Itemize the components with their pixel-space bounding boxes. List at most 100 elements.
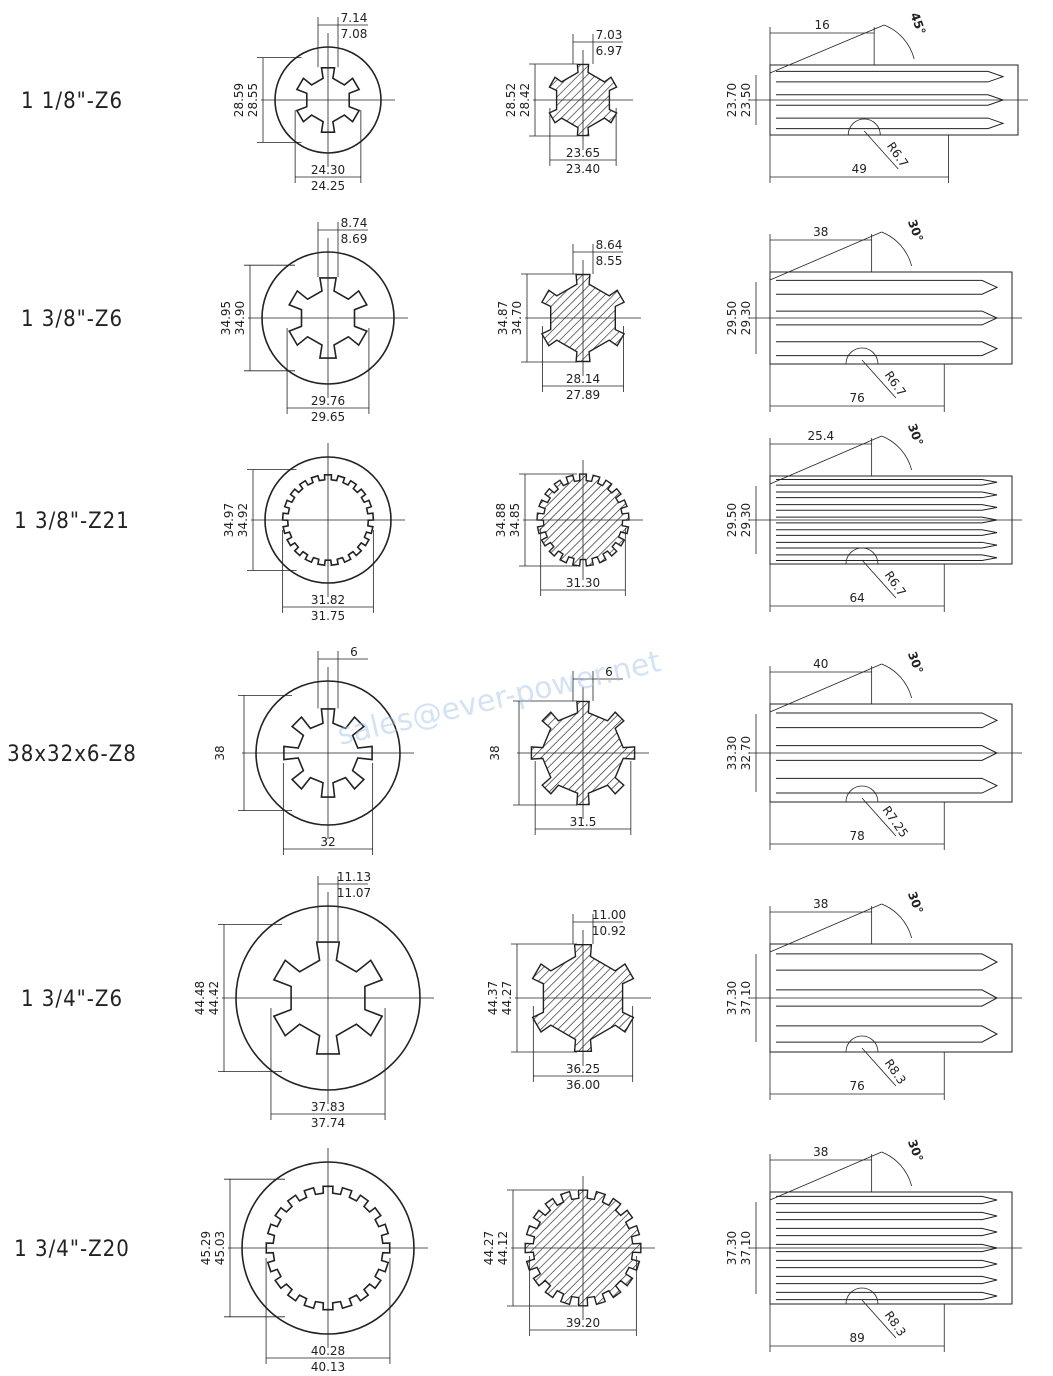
side-height-lower: 23.50 [739,83,753,117]
hub-id-upper: 29.76 [311,394,345,408]
shaft-id-lower: 23.40 [566,162,600,176]
side-height-upper: 37.30 [725,981,739,1015]
side-radius-label: R8.3 [882,1056,909,1086]
hub-id-upper: 24.30 [311,163,345,177]
side-height-lower: 32.70 [739,736,753,770]
row-label: 1 3/8"-Z6 [21,307,123,332]
row-label: 1 3/4"-Z20 [14,1237,130,1262]
hub-od-upper: 38 [213,745,227,760]
hub-od-upper: 45.29 [199,1231,213,1265]
shaft-key-upper: 8.64 [596,238,623,252]
side-spline-groove [776,1227,998,1237]
side-spline-groove [776,70,1005,83]
shaft-id-upper: 39.20 [566,1316,600,1330]
side-spline-groove [776,1259,998,1269]
row-label: 1 3/4"-Z6 [21,987,123,1012]
hub-od-upper: 34.95 [219,301,233,335]
hub-od-lower: 45.03 [213,1231,227,1265]
hub-key-lower: 11.07 [337,886,371,900]
hub-id-lower: 37.74 [311,1116,345,1130]
side-spline-groove [776,541,998,549]
side-spline-groove [776,491,998,499]
hub-id-lower: 31.75 [311,609,345,623]
hub-id-upper: 37.83 [311,1100,345,1114]
side-angle-arc [881,231,913,267]
side-len-top-label: 16 [814,18,829,32]
hub-id-lower: 40.13 [311,1360,345,1374]
side-angle-label: 30° [905,650,926,676]
shaft-od-lower: 44.12 [496,1231,510,1265]
side-spline-groove [776,989,999,1007]
side-angle-label: 30° [905,890,926,916]
side-length-label: 76 [849,391,864,405]
shaft-od-lower: 34.70 [510,301,524,335]
side-spline-groove [776,504,998,511]
shaft-id-upper: 28.14 [566,372,600,386]
hub-od-lower: 34.92 [236,503,250,537]
side-radius-leader [861,1299,897,1339]
side-radius-label: R7.25 [879,803,911,840]
side-height-lower: 37.10 [739,1231,753,1265]
side-spline-groove [776,279,999,295]
shaft-key-upper: 7.03 [596,28,623,42]
side-height-upper: 23.70 [725,83,739,117]
shaft-od-lower: 28.42 [518,83,532,117]
side-spline-groove [776,712,999,729]
side-height-upper: 29.50 [725,301,739,335]
side-radius-leader [861,359,897,399]
side-angle-label: 30° [905,1138,926,1164]
side-length-label: 78 [849,829,864,843]
side-angle-arc [881,435,913,471]
side-angle-arc [881,1151,913,1187]
side-spline-groove [776,1275,998,1285]
side-chamfer-line [769,435,882,485]
hub-spline-bore [288,277,368,359]
side-height-upper: 37.30 [725,1231,739,1265]
hub-spline-bore [281,474,375,567]
side-radius-arc [845,1287,879,1305]
side-radius-label: R8.3 [882,1308,909,1338]
hub-od-lower: 44.42 [207,981,221,1015]
side-radius-arc [845,547,879,565]
side-spline-groove [776,554,998,562]
side-angle-arc [881,903,913,939]
side-height-lower: 29.30 [739,301,753,335]
side-radius-label: R6.7 [882,368,909,398]
side-radius-arc [845,785,879,803]
hub-key-upper: 6 [350,645,358,659]
shaft-od-upper: 34.88 [494,503,508,537]
side-spline-groove [776,777,999,794]
hub-key-lower: 8.69 [341,232,368,246]
side-angle-label: 30° [905,422,926,448]
side-chamfer-line [769,663,882,713]
hub-id-upper: 31.82 [311,593,345,607]
side-spline-groove [776,1195,998,1205]
hub-id-upper: 32 [320,835,335,849]
side-spline-groove [776,516,998,524]
hub-spline-bore [265,1185,391,1311]
shaft-id-lower: 36.00 [566,1078,600,1092]
shaft-od-upper: 28.52 [504,83,518,117]
shaft-key-lower: 6.97 [596,44,623,58]
hub-od-lower: 34.90 [233,301,247,335]
hub-spline-bore [295,67,361,133]
side-spline-groove [776,1291,998,1301]
side-spline-groove [776,1211,998,1221]
hub-id-upper: 40.28 [311,1344,345,1358]
side-spline-groove [776,310,999,326]
side-radius-leader [861,559,897,599]
side-chamfer-line [769,24,885,74]
hub-spline-bore [283,708,373,798]
side-spline-groove [776,529,998,536]
shaft-key-upper: 11.00 [592,908,626,922]
